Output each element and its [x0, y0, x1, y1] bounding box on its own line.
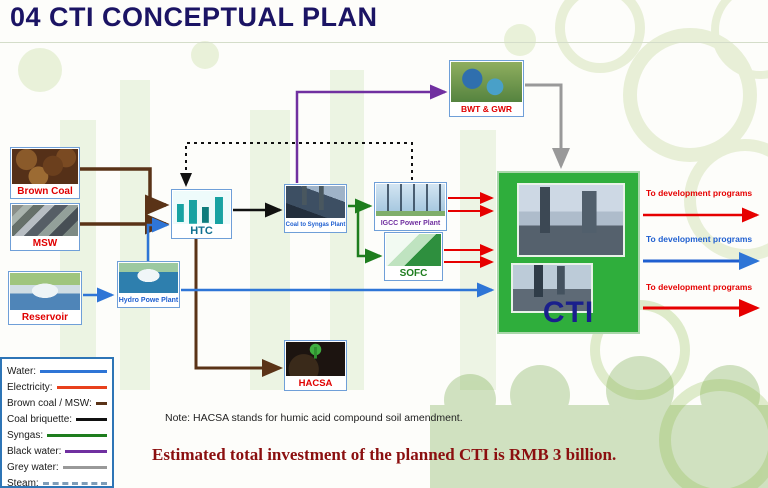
output-label-2: To development programs: [646, 234, 753, 244]
node-bwt-gwr: BWT & GWR: [449, 60, 524, 117]
legend-row-black-water: Black water:: [7, 443, 107, 459]
legend-line-water: [40, 369, 107, 373]
output-label-1: To development programs: [646, 188, 753, 198]
arrow-htc-to-hacsa: [194, 239, 283, 377]
htc-image: [173, 191, 230, 224]
arrows-igcc-to-cti-electricity: [448, 192, 494, 217]
legend-row-syngas: Syngas:: [7, 427, 107, 443]
node-hydro-power-plant: Hydro Powe Plant: [117, 261, 180, 308]
legend-label-brown-coal-msw: Brown coal / MSW:: [7, 397, 92, 409]
legend-label-grey-water: Grey water:: [7, 461, 59, 473]
arrow-syngas-to-sofc: [356, 206, 383, 264]
bwt-gwr-label: BWT & GWR: [450, 103, 523, 116]
legend-row-brown-coal-msw: Brown coal / MSW:: [7, 395, 107, 411]
arrow-brown-coal-to-htc: [80, 167, 170, 216]
arrow-syngas-blackwater-to-bwt: [295, 84, 448, 183]
legend-line-black-water: [65, 449, 107, 453]
reservoir-image: [10, 273, 80, 310]
legend: Water: Electricity: Brown coal / MSW: Co…: [0, 357, 114, 488]
legend-line-syngas: [47, 433, 107, 437]
bwt-gwr-image: [451, 62, 522, 102]
arrows-cti-to-development-programs: [643, 207, 760, 317]
node-reservoir: Reservoir: [8, 271, 82, 325]
node-htc: HTC: [171, 189, 232, 239]
page-title: 04 CTI CONCEPTUAL PLAN: [10, 2, 378, 32]
node-hacsa: HACSA: [284, 340, 347, 391]
legend-line-brown-coal-msw: [95, 401, 107, 405]
legend-line-steam: [42, 481, 107, 485]
node-igcc-power-plant: IGCC Power Plant: [374, 182, 447, 231]
igcc-power-plant-label: IGCC Power Plant: [375, 217, 446, 230]
hydro-power-plant-image: [119, 263, 178, 293]
title-divider: [0, 42, 768, 43]
hydro-power-plant-label: Hydro Powe Plant: [118, 294, 179, 307]
node-msw: MSW: [10, 203, 80, 251]
arrows-sofc-to-cti-electricity: [444, 244, 494, 268]
coal-to-syngas-plant-image: [286, 186, 345, 218]
legend-label-coal-briquette: Coal briquette:: [7, 413, 73, 425]
cti-plant-photo-top: [517, 183, 625, 257]
legend-label-syngas: Syngas:: [7, 429, 44, 441]
legend-line-electricity: [56, 385, 107, 389]
output-label-3: To development programs: [646, 282, 753, 292]
coal-to-syngas-plant-label: Coal to Syngas Plant: [285, 219, 346, 232]
legend-row-coal-briquette: Coal briquette:: [7, 411, 107, 427]
arrow-igcc-steam-to-htc-dashed: [180, 142, 413, 187]
reservoir-label: Reservoir: [9, 311, 81, 324]
brown-coal-image: [12, 149, 78, 184]
msw-label: MSW: [11, 237, 79, 250]
brown-coal-label: Brown Coal: [11, 185, 79, 198]
htc-label: HTC: [172, 225, 231, 238]
node-brown-coal: Brown Coal: [10, 147, 80, 199]
node-coal-to-syngas-plant: Coal to Syngas Plant: [284, 184, 347, 233]
legend-row-steam: Steam:: [7, 475, 107, 488]
arrow-bwt-greywater-to-cti: [525, 83, 570, 169]
sofc-label: SOFC: [385, 267, 442, 280]
igcc-power-plant-image: [376, 184, 445, 216]
legend-row-water: Water:: [7, 363, 107, 379]
hacsa-note: Note: HACSA stands for humic acid compou…: [165, 412, 463, 424]
legend-line-coal-briquette: [76, 417, 107, 421]
cti-plant-photo-bottom: [511, 263, 593, 313]
legend-label-steam: Steam:: [7, 477, 39, 488]
node-sofc: SOFC: [384, 232, 443, 281]
investment-statement: Estimated total investment of the planne…: [152, 445, 617, 464]
legend-label-electricity: Electricity:: [7, 381, 53, 393]
msw-image: [12, 205, 78, 236]
legend-row-electricity: Electricity:: [7, 379, 107, 395]
arrow-hydro-to-htc-water: [146, 217, 170, 261]
sofc-image: [386, 234, 441, 266]
cti-label: CTI: [542, 296, 595, 329]
node-cti: CTI: [497, 171, 640, 334]
hacsa-label: HACSA: [285, 377, 346, 390]
legend-line-grey-water: [62, 465, 107, 469]
legend-row-grey-water: Grey water:: [7, 459, 107, 475]
legend-label-water: Water:: [7, 365, 37, 377]
legend-label-black-water: Black water:: [7, 445, 62, 457]
hacsa-image: [286, 342, 345, 376]
